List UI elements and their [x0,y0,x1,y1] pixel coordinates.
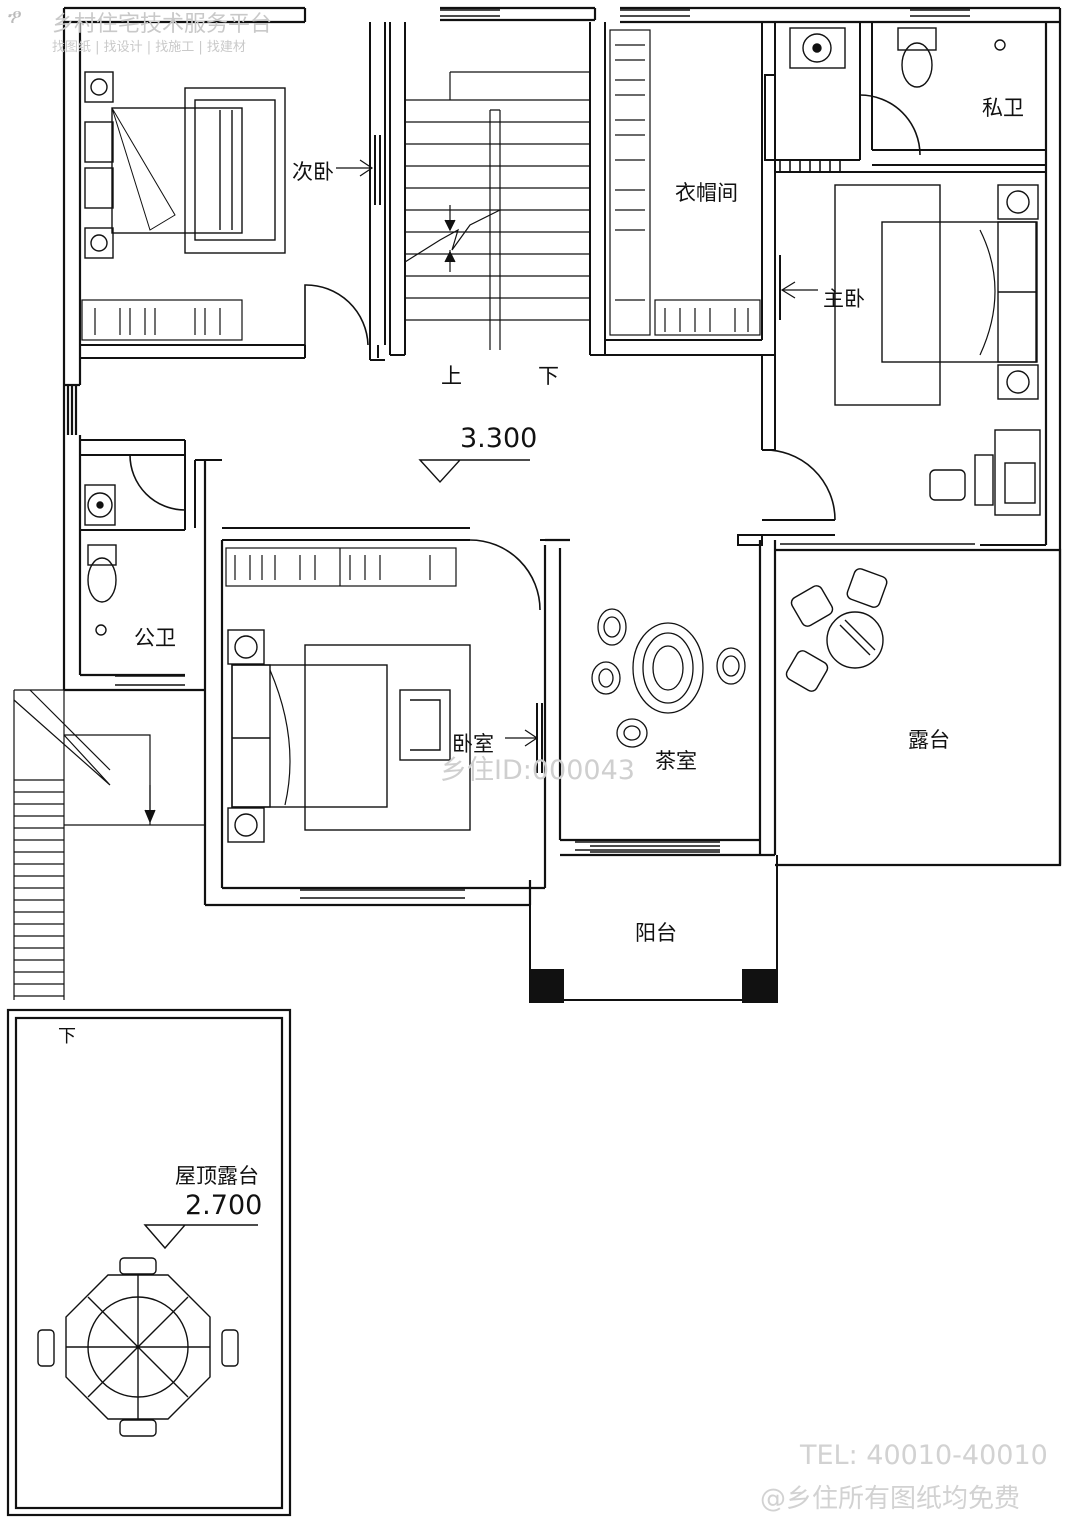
room-label-balcony: 阳台 [635,921,677,945]
room-label-public-bath: 公卫 [134,626,176,650]
external-stair-down-label: 下 [58,1026,76,1047]
external-stair [13,689,205,1000]
watermark-footer: @乡住所有图纸均免费 [760,1484,1021,1514]
watermark-logo-icon: ፇ [8,4,22,28]
stair-down-label: 下 [538,364,559,388]
tea-room-sliding-door [590,845,720,853]
exterior-walls [62,6,1062,907]
room-label-master-bedroom: 主卧 [823,287,865,311]
roof-elevation: 2.700 [185,1190,263,1221]
secondary-bed [84,71,286,259]
roof-table [37,1257,239,1437]
tea-room-rocks [591,608,746,748]
cloakroom-wardrobes [609,29,761,336]
watermark-center-id: 乡住ID:000043 [440,755,635,786]
balcony-structure [529,855,778,1003]
roof-terrace-frame [6,1008,292,1517]
master-bed [834,184,1041,516]
internal-stair [404,71,590,350]
lower-bed [227,629,471,843]
secondary-wardrobe [81,299,243,341]
room-label-bedroom: 卧室 [452,732,494,756]
watermark-tel: TEL: 40010-40010 [800,1440,1048,1471]
lower-wardrobe [225,547,457,587]
room-label-tea-room: 茶室 [655,749,697,773]
private-bath-fixtures [789,27,1006,88]
public-bath-fixtures [84,484,117,636]
room-label-secondary-bedroom: 次卧 [292,160,334,184]
room-label-cloakroom: 衣帽间 [675,181,738,205]
windows [115,9,975,899]
watermark-title: 乡村住宅技术服务平台 [52,12,273,37]
floor-elevation: 3.300 [460,423,538,454]
doors [129,94,921,773]
watermark-subtitle: 找图纸 | 找设计 | 找施工 | 找建材 [52,40,246,55]
room-label-roof-terrace: 屋顶露台 [175,1164,259,1188]
room-label-terrace: 露台 [908,728,950,752]
stair-up-label: 上 [441,364,462,388]
room-label-private-bath: 私卫 [982,96,1024,120]
elevation-marker-roof [143,1224,258,1250]
terrace-table-set [785,568,888,692]
elevation-marker-floor [418,459,530,484]
